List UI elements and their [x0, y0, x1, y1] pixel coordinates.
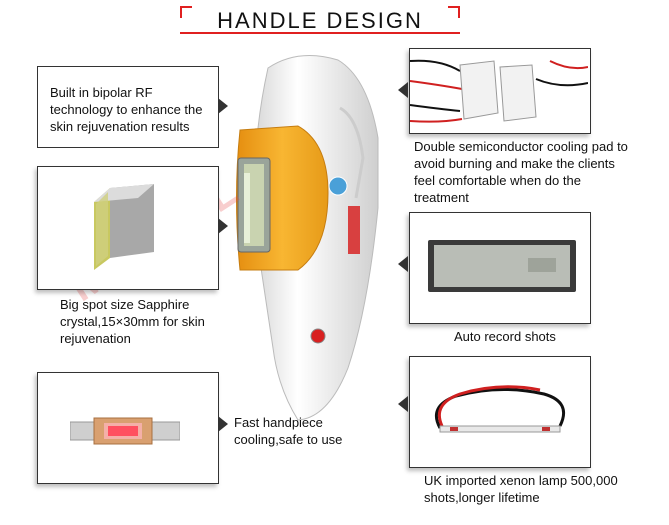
title-underline [180, 32, 460, 34]
semiconductor-feature-text: Double semiconductor cooling pad to avoi… [414, 139, 628, 205]
cooling-feature-text: Fast handpiece cooling,safe to use [234, 415, 343, 447]
handpiece-image [236, 55, 379, 421]
sapphire-crystal-image [94, 184, 154, 270]
title-frame: HANDLE DESIGN [180, 6, 460, 34]
pointer-arrow-icon [398, 82, 408, 98]
pointer-arrow-icon [218, 98, 228, 114]
sapphire-feature-text: Big spot size Sapphire crystal,15×30mm f… [60, 297, 205, 346]
rf-feature-text: Built in bipolar RF technology to enhanc… [50, 85, 203, 134]
lamp-feature-text: UK imported xenon lamp 500,000 shots,lon… [424, 473, 618, 505]
title-corner [448, 6, 460, 18]
title-corner [180, 6, 192, 18]
pointer-arrow-icon [218, 416, 228, 432]
pointer-arrow-icon [218, 218, 228, 234]
xenon-lamp-image [435, 385, 565, 433]
pointer-arrow-icon [398, 396, 408, 412]
record-feature-text: Auto record shots [454, 329, 556, 344]
cooling-light-image [70, 417, 180, 445]
semiconductor-chip-image [410, 59, 588, 123]
page-title: HANDLE DESIGN [217, 8, 423, 33]
pointer-arrow-icon [398, 256, 408, 272]
lcd-display-image [428, 240, 576, 292]
